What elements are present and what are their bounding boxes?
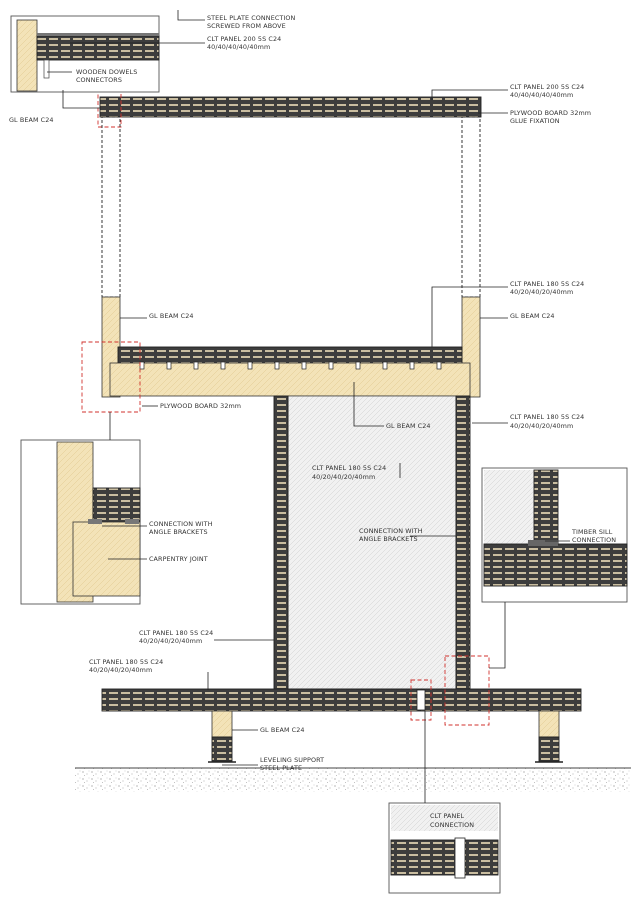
- label-leveling-1: LEVELING SUPPORT: [260, 756, 324, 764]
- angle-bracket-mark: [355, 361, 361, 370]
- support-beam-left: [211, 710, 233, 738]
- angle-bracket-mark: [274, 361, 280, 370]
- annotation-labels: STEEL PLATE CONNECTION SCREWED FROM ABOV…: [9, 14, 616, 829]
- label-clt-center-2: 40/20/40/20/40mm: [312, 473, 375, 481]
- ground-gravel: [75, 768, 631, 792]
- panel-joint: [416, 689, 426, 711]
- floor-glulam-slab: [109, 362, 471, 397]
- inset-steel-plate-detail: [10, 15, 160, 93]
- label-clt-right-wall-1: CLT PANEL 180 5S C24: [510, 413, 584, 421]
- base-clt-panel: [101, 688, 582, 712]
- upper-columns-dashed: [101, 116, 481, 298]
- label-gl-beam-bottom: GL BEAM C24: [260, 726, 305, 734]
- label-wooden-dowels-1: WOODEN DOWELS: [76, 68, 137, 76]
- label-clt-center-1: CLT PANEL 180 5S C24: [312, 464, 386, 472]
- roof-clt-panel: [99, 96, 482, 118]
- angle-bracket-mark: [382, 361, 388, 370]
- left-wall-clt: [273, 395, 289, 690]
- angle-bracket-mark: [166, 361, 172, 370]
- label-clt-floor-upper-2: 40/20/40/20/40mm: [510, 288, 573, 296]
- label-plywood-glue-1: PLYWOOD BOARD 32mm: [510, 109, 591, 117]
- angle-bracket-mark: [193, 361, 199, 370]
- label-clt-top-inset-2: 40/40/40/40/40mm: [207, 43, 270, 51]
- inset-timber-sill-detail: [481, 467, 628, 603]
- label-gl-beam-top-left: GL BEAM C24: [9, 116, 54, 124]
- roof-detail-highlight: [97, 90, 122, 128]
- angle-bracket-mark: [139, 361, 145, 370]
- label-angle-brackets-center-2: ANGLE BRACKETS: [359, 535, 418, 543]
- label-gl-beam-mid-left: GL BEAM C24: [149, 312, 194, 320]
- inset-clt-connection-detail: [388, 802, 501, 894]
- floor-clt-panel: [117, 346, 463, 364]
- label-clt-connection-1: CLT PANEL: [430, 812, 465, 820]
- label-steel-plate-2: SCREWED FROM ABOVE: [207, 22, 286, 30]
- label-wooden-dowels-2: CONNECTORS: [76, 76, 122, 84]
- inset-angle-bracket-detail: [20, 439, 141, 605]
- label-angle-brackets-center-1: CONNECTION WITH: [359, 527, 423, 535]
- panel-joint-highlight: [410, 679, 432, 721]
- support-pad-right: [538, 736, 560, 762]
- label-gl-beam-mid-right: GL BEAM C24: [510, 312, 555, 320]
- label-clt-left-wall-2: 40/20/40/20/40mm: [139, 637, 202, 645]
- leader-lines: [47, 10, 570, 803]
- label-clt-base-2: 40/20/40/20/40mm: [89, 666, 152, 674]
- label-gl-beam-center: GL BEAM C24: [386, 422, 431, 430]
- central-wall-panel: [287, 395, 457, 690]
- floor-joint-highlight: [81, 341, 141, 413]
- label-clt-top-inset-1: CLT PANEL 200 5S C24: [207, 35, 281, 43]
- angle-bracket-mark: [220, 361, 226, 370]
- label-plywood-32: PLYWOOD BOARD 32mm: [160, 402, 241, 410]
- label-clt-roof-1: CLT PANEL 200 5S C24: [510, 83, 584, 91]
- right-wall-clt: [455, 395, 471, 690]
- angle-bracket-mark: [436, 361, 442, 370]
- angle-bracket-mark: [409, 361, 415, 370]
- label-angle-brackets-left-2: ANGLE BRACKETS: [149, 528, 208, 536]
- label-timber-sill-2: CONNECTION: [572, 536, 616, 544]
- label-steel-plate-1: STEEL PLATE CONNECTION: [207, 14, 296, 22]
- label-clt-roof-2: 40/40/40/40/40mm: [510, 91, 573, 99]
- sill-highlight: [444, 655, 490, 726]
- label-timber-sill-1: TIMBER SILL: [571, 528, 613, 536]
- label-clt-base-1: CLT PANEL 180 5S C24: [89, 658, 163, 666]
- label-leveling-2: STEEL PLATE: [260, 764, 302, 772]
- label-carpentry-joint: CARPENTRY JOINT: [149, 555, 208, 563]
- support-pad-left: [211, 736, 233, 762]
- label-clt-connection-2: CONNECTION: [430, 821, 474, 829]
- angle-bracket-mark: [247, 361, 253, 370]
- label-plywood-glue-2: GLUE FIXATION: [510, 117, 560, 125]
- label-clt-floor-upper-1: CLT PANEL 180 5S C24: [510, 280, 584, 288]
- angle-bracket-mark: [301, 361, 307, 370]
- support-beam-right: [538, 710, 560, 738]
- label-angle-brackets-left-1: CONNECTION WITH: [149, 520, 213, 528]
- label-clt-left-wall-1: CLT PANEL 180 5S C24: [139, 629, 213, 637]
- angle-bracket-mark: [328, 361, 334, 370]
- floor-angle-brackets: [139, 361, 442, 370]
- label-clt-right-wall-2: 40/20/40/20/40mm: [510, 422, 573, 430]
